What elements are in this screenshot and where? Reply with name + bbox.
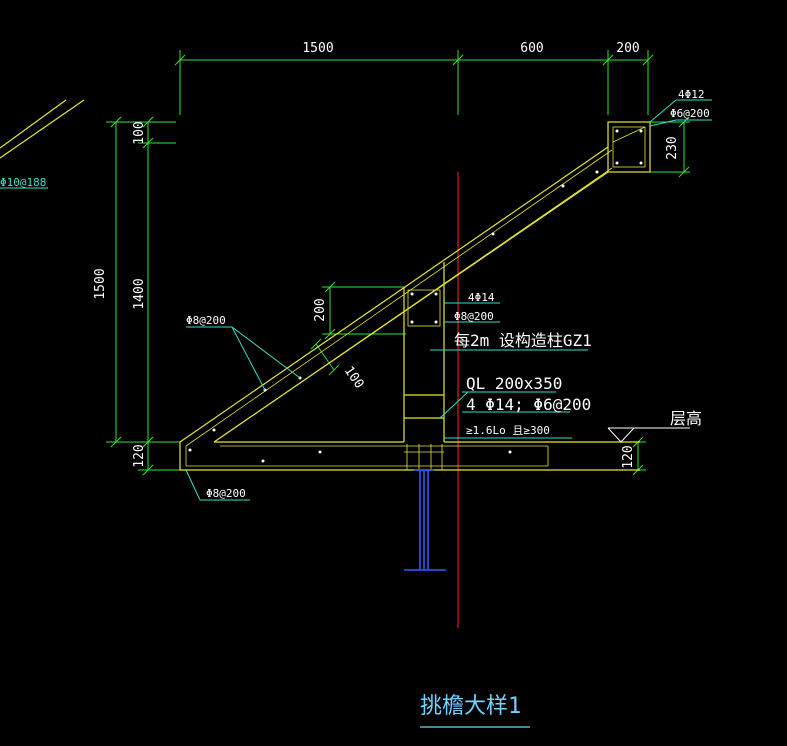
leader-lines	[185, 99, 712, 501]
dim-slope-thickness: 100	[341, 364, 367, 392]
label-bottom-rebar: Φ8@200	[206, 487, 246, 500]
dim-mid-height: 200	[313, 298, 328, 321]
level-symbol	[607, 427, 690, 443]
label-anchor-note: ≥1.6Lo 且≥300	[466, 424, 550, 437]
dim-left-inner-1: 100	[132, 121, 147, 144]
dim-top-2: 600	[520, 41, 543, 56]
dim-right-slab: 120	[621, 445, 636, 468]
concrete-outline	[179, 121, 651, 471]
drawing-title: 挑檐大样1	[420, 694, 521, 719]
dim-top-1: 1500	[302, 41, 333, 56]
label-construct-column: 每2m 设构造柱GZ1	[454, 331, 592, 350]
mid-dimension	[322, 281, 406, 340]
label-floor-level: 层高	[670, 409, 702, 428]
label-top-beam-stirrup: Φ6@200	[670, 107, 710, 120]
left-partial-label: Φ10@188	[0, 176, 46, 189]
label-mid-column-main: 4Φ14	[468, 291, 495, 304]
label-slope-rebar: Φ8@200	[186, 314, 226, 327]
left-partial-element: Φ10@188	[0, 99, 85, 189]
label-ring-beam-rebar: 4 Φ14; Φ6@200	[466, 395, 591, 414]
dim-left-inner-2: 1400	[132, 278, 147, 309]
dim-top-3: 200	[616, 41, 639, 56]
dim-left-inner-3: 120	[132, 444, 147, 467]
rebar-dots	[188, 129, 643, 463]
label-mid-column-stirrup: Φ8@200	[454, 310, 494, 323]
dim-right-beam: 230	[665, 136, 680, 159]
rebar-lines	[185, 126, 646, 470]
top-dimension-chain	[174, 50, 654, 115]
steel-column	[404, 469, 446, 571]
label-ring-beam-name: QL 200x350	[466, 374, 562, 393]
label-top-beam-main: 4Φ12	[678, 88, 705, 101]
left-dimension-chains	[106, 116, 180, 476]
slope-thickness-dimension	[310, 338, 340, 376]
dim-left-outer: 1500	[93, 268, 108, 299]
